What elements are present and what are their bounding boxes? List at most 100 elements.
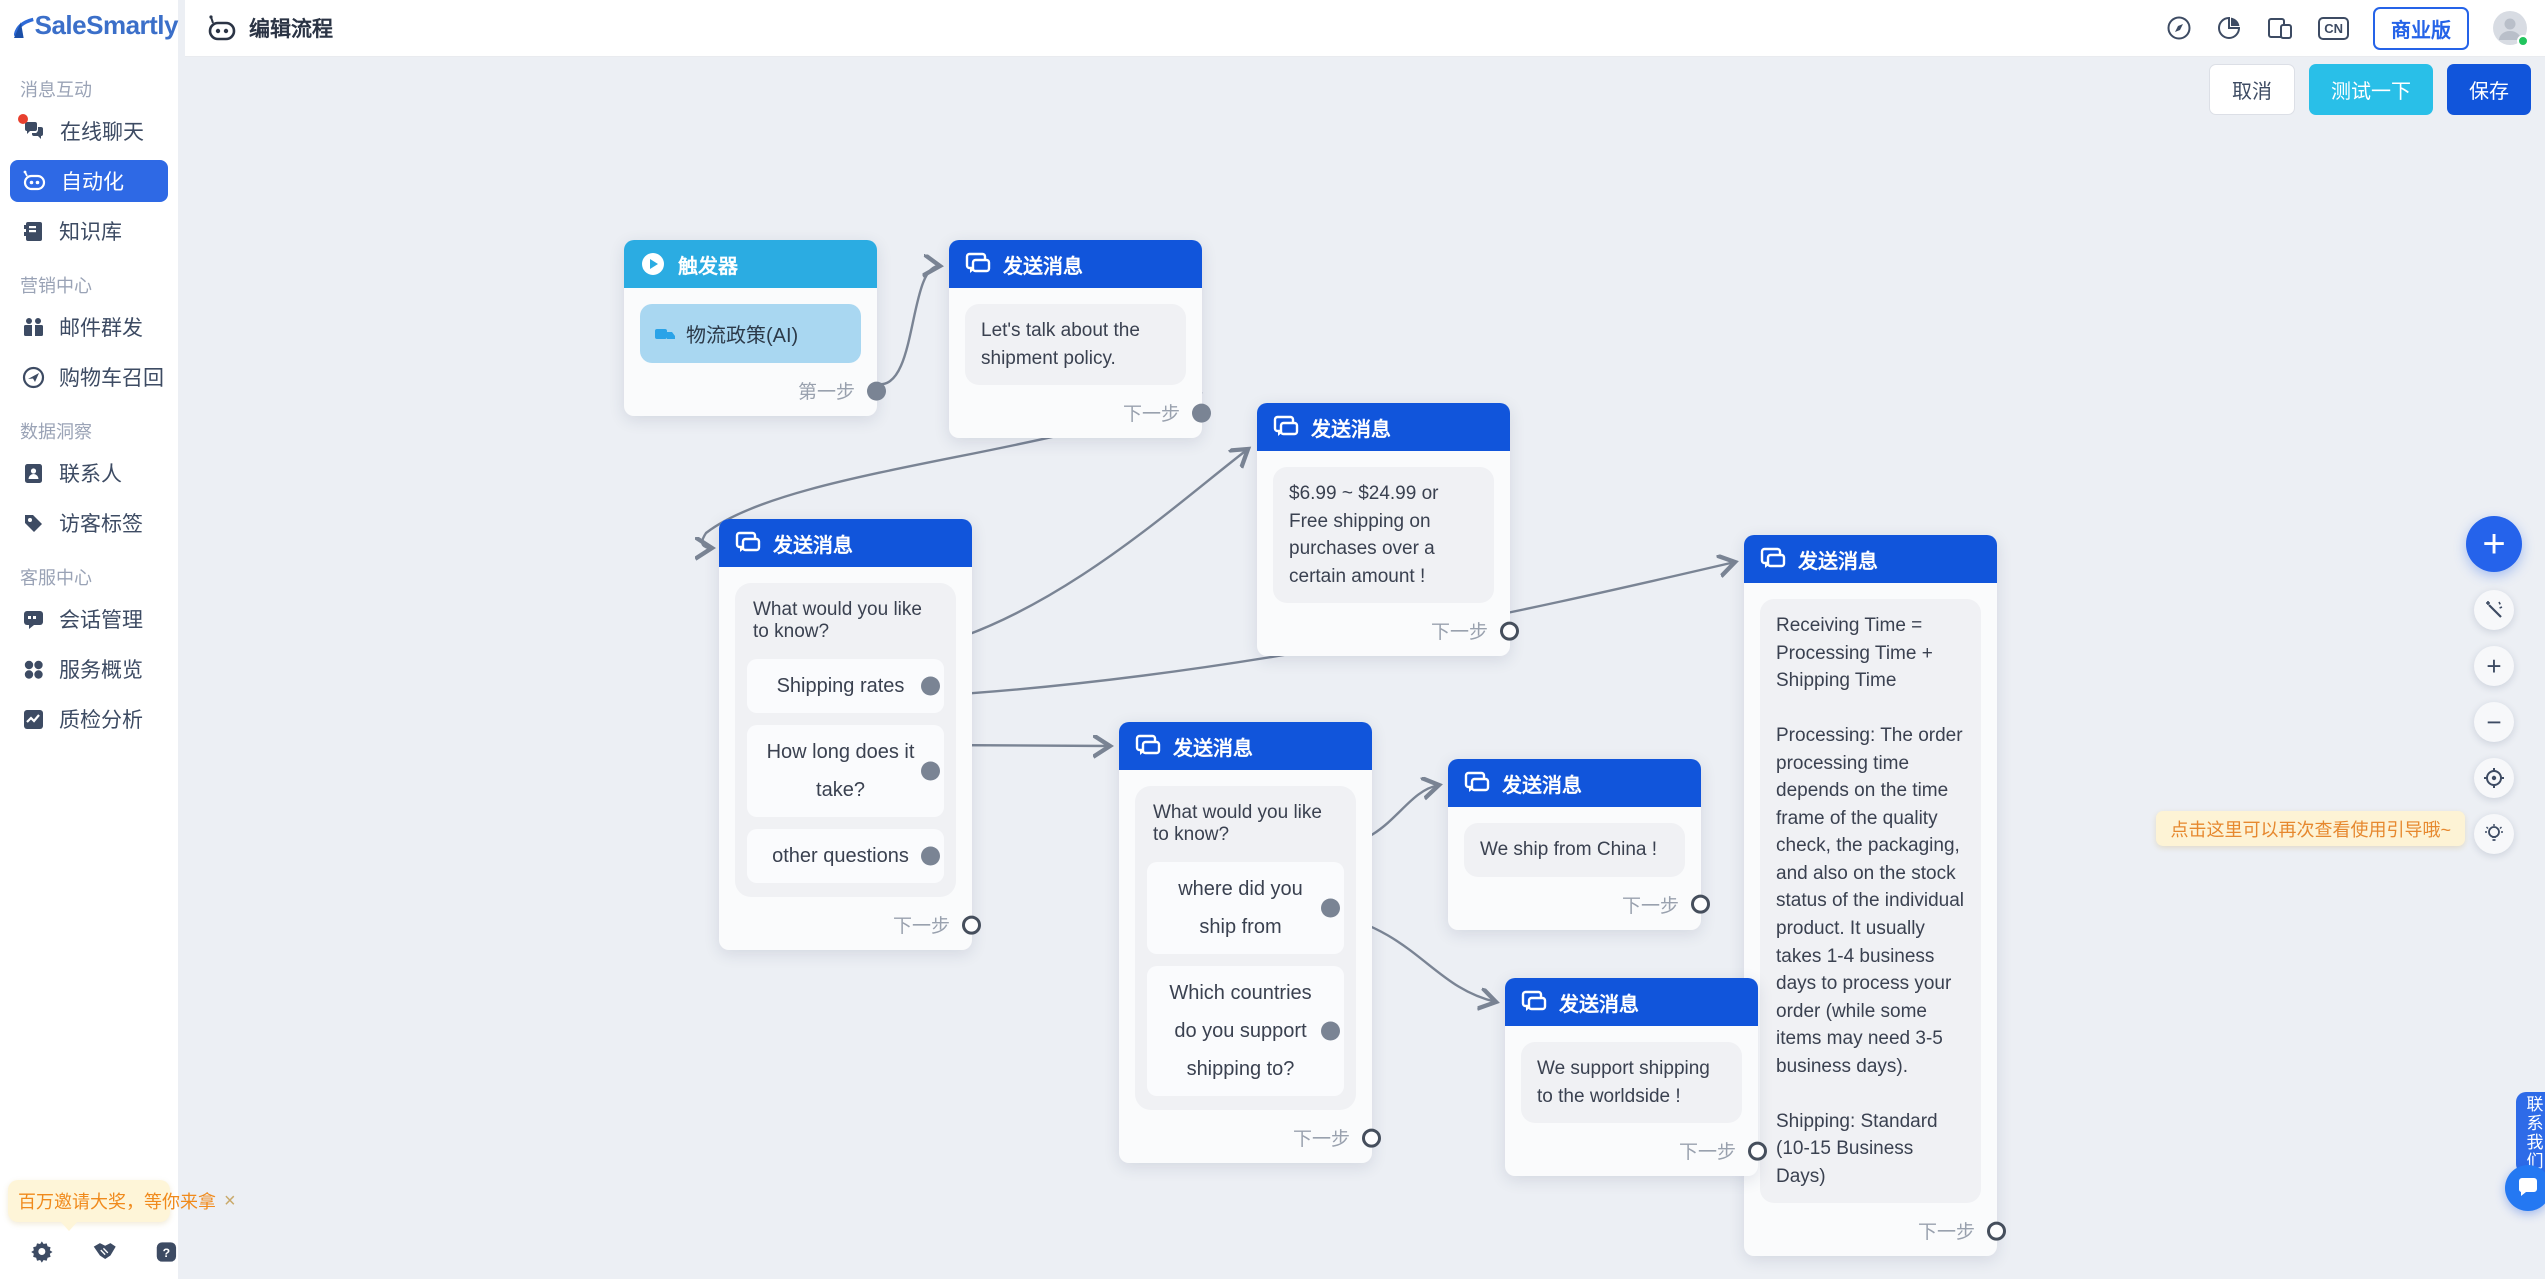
step-label: 下一步 xyxy=(1678,1142,1736,1164)
connector-port[interactable] xyxy=(1192,403,1211,423)
save-button[interactable]: 保存 xyxy=(2447,64,2531,115)
connector-port[interactable] xyxy=(1321,898,1340,918)
node-send-message-worldwide[interactable]: 发送消息 We support shipping to the worldsid… xyxy=(1505,978,1767,1177)
help-icon[interactable]: ? xyxy=(155,1239,178,1265)
sidebar-item-label: 服务概览 xyxy=(59,659,143,682)
node-header: 发送消息 xyxy=(1744,535,1997,583)
avatar-person-icon xyxy=(2499,18,2521,40)
sidebar: SaleSmartly 消息互动 在线聊天 自动化 知识库 营销中心 邮件群发 … xyxy=(0,0,236,1279)
sidebar-item-session-mgmt[interactable]: 会话管理 xyxy=(10,598,168,640)
center-view-button[interactable] xyxy=(2474,758,2514,798)
quick-reply-button[interactable]: where did you ship from xyxy=(1147,862,1344,954)
quick-reply-button[interactable]: Shipping rates xyxy=(747,659,944,713)
trigger-tag-label: 物流政策(AI) xyxy=(686,325,799,347)
topbar: 编辑流程 CN 商业版 xyxy=(185,0,2545,57)
node-header: 发送消息 xyxy=(949,240,1202,288)
quick-reply-button[interactable]: other questions xyxy=(747,829,944,883)
send-message-icon xyxy=(1521,990,1547,1011)
question-text: What would you like to know? xyxy=(753,599,922,642)
explore-compass-icon[interactable] xyxy=(2166,15,2192,41)
connector-port[interactable] xyxy=(1987,1221,2006,1241)
sidebar-item-service-overview[interactable]: 服务概览 xyxy=(10,648,168,690)
zoom-in-button[interactable]: + xyxy=(2474,646,2514,686)
connector-port[interactable] xyxy=(921,761,940,781)
sidebar-item-label: 在线聊天 xyxy=(60,121,144,144)
node-header: 发送消息 xyxy=(1505,978,1758,1026)
test-button[interactable]: 测试一下 xyxy=(2309,64,2433,115)
node-send-message-receiving-time[interactable]: 发送消息 Receiving Time = Processing Time + … xyxy=(1744,535,2006,1257)
user-avatar[interactable] xyxy=(2493,11,2529,47)
node-title: 发送消息 xyxy=(1173,737,1253,760)
send-message-icon xyxy=(735,531,761,552)
live-chat-button[interactable] xyxy=(2505,1165,2545,1211)
notification-dot xyxy=(18,114,28,124)
step-label: 下一步 xyxy=(1621,895,1679,917)
chat-icon xyxy=(25,122,43,139)
sidebar-item-label: 自动化 xyxy=(61,171,124,194)
quick-reply-label: Which countries do you support shipping … xyxy=(1169,982,1312,1080)
connector-port[interactable] xyxy=(962,915,981,935)
guide-lightbulb-button[interactable] xyxy=(2474,814,2514,854)
quick-reply-label: other questions xyxy=(772,845,909,867)
chat-bubble-icon xyxy=(2518,1178,2537,1196)
contact-us-tab[interactable]: 联系我们 xyxy=(2516,1092,2545,1174)
plan-button[interactable]: 商业版 xyxy=(2373,6,2469,50)
quick-reply-button[interactable]: Which countries do you support shipping … xyxy=(1147,966,1344,1096)
node-title: 发送消息 xyxy=(1311,418,1391,441)
connector-port[interactable] xyxy=(1691,894,1710,914)
email-blast-icon xyxy=(24,317,43,336)
devices-preview-icon[interactable] xyxy=(2266,15,2294,41)
add-node-button[interactable]: + xyxy=(2466,516,2522,572)
settings-gear-icon[interactable] xyxy=(30,1238,54,1265)
node-header: 触发器 xyxy=(624,240,877,288)
sidebar-item-livechat[interactable]: 在线聊天 xyxy=(10,110,168,152)
step-label: 第一步 xyxy=(797,382,855,403)
node-send-message-rates[interactable]: 发送消息 $6.99 ~ $24.99 or Free shipping on … xyxy=(1257,403,1519,657)
node-question-main[interactable]: 发送消息 What would you like to know? Shippi… xyxy=(719,519,981,950)
sidebar-item-label: 质检分析 xyxy=(59,709,143,732)
sidebar-item-knowledge[interactable]: 知识库 xyxy=(10,210,168,252)
sidebar-item-email-blast[interactable]: 邮件群发 xyxy=(10,306,168,348)
send-message-icon xyxy=(1760,547,1786,568)
node-title: 发送消息 xyxy=(773,534,853,557)
node-send-message-china[interactable]: 发送消息 We ship from China ! 下一步 xyxy=(1448,759,1710,930)
handshake-icon[interactable] xyxy=(92,1238,117,1265)
sidebar-item-label: 购物车召回 xyxy=(59,367,164,390)
node-title: 发送消息 xyxy=(1798,550,1878,573)
sidebar-item-qc-analysis[interactable]: 质检分析 xyxy=(10,698,168,740)
connector-port[interactable] xyxy=(867,381,886,401)
sidebar-item-automation[interactable]: 自动化 xyxy=(10,160,168,202)
trigger-condition[interactable]: 物流政策(AI) xyxy=(640,304,861,363)
connector-port[interactable] xyxy=(1362,1128,1381,1148)
quick-reply-button[interactable]: How long does it take? xyxy=(747,725,944,817)
page-title: 编辑流程 xyxy=(207,13,333,43)
connector-port[interactable] xyxy=(1748,1141,1767,1161)
sidebar-item-contacts[interactable]: 联系人 xyxy=(10,452,168,494)
connector-port[interactable] xyxy=(1321,1021,1340,1041)
node-header: 发送消息 xyxy=(719,519,972,567)
sidebar-item-label: 知识库 xyxy=(59,221,122,244)
step-label: 下一步 xyxy=(1917,1222,1975,1244)
node-trigger[interactable]: 触发器 物流政策(AI) 第一步 xyxy=(624,240,886,416)
magic-wand-icon xyxy=(2486,601,2503,618)
node-send-message-intro[interactable]: 发送消息 Let's talk about the shipment polic… xyxy=(949,240,1211,439)
promo-close-icon[interactable]: × xyxy=(224,1189,236,1212)
canvas-actions: 取消 测试一下 保存 xyxy=(2209,64,2531,115)
connector-port[interactable] xyxy=(1500,621,1519,641)
stats-pie-icon[interactable] xyxy=(2216,15,2242,41)
connector-port[interactable] xyxy=(921,846,940,866)
message-bubble: We support shipping to the worldside ! xyxy=(1521,1042,1742,1124)
sidebar-item-visitor-tags[interactable]: 访客标签 xyxy=(10,502,168,544)
zoom-out-button[interactable]: − xyxy=(2474,702,2514,742)
node-question-sub[interactable]: 发送消息 What would you like to know? where … xyxy=(1119,722,1381,1163)
cancel-button[interactable]: 取消 xyxy=(2209,64,2295,115)
sidebar-item-cart-recall[interactable]: 购物车召回 xyxy=(10,356,168,398)
step-label: 下一步 xyxy=(1122,404,1180,426)
auto-layout-wand-button[interactable] xyxy=(2474,590,2514,630)
robot-icon xyxy=(208,15,236,41)
quick-reply-label: How long does it take? xyxy=(766,741,915,801)
guide-tooltip: 点击这里可以再次查看使用引导哦~ xyxy=(2156,811,2465,846)
connector-port[interactable] xyxy=(921,676,940,696)
question-bubble: What would you like to know? Shipping ra… xyxy=(735,583,956,897)
language-badge[interactable]: CN xyxy=(2318,16,2349,40)
